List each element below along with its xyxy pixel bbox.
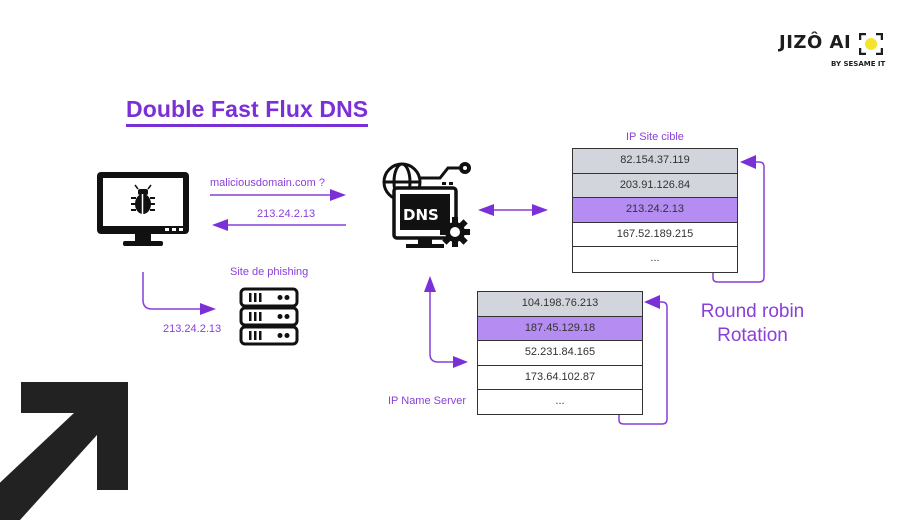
dns-site-bidirectional-arrow [478,204,548,216]
infected-computer-icon [97,172,189,246]
site-rotation-loop-arrow [712,155,765,283]
ip-row-used: 104.198.76.213 [478,292,642,317]
ip-name-server-table: 104.198.76.213 187.45.129.18 52.231.84.1… [477,291,643,415]
response-label: 213.24.2.13 [257,208,316,220]
dns-nameserver-arrow [424,276,468,368]
brand-name: JIZÔ AI [779,32,852,53]
bug-icon [131,184,155,214]
ip-row-pending: ... [650,252,660,265]
ip-name-server-label: IP Name Server [388,395,467,407]
brand-tagline: BY SESAME IT [831,60,886,68]
response-arrow [212,219,346,231]
ip-row-pending: ... [555,395,565,408]
ip-site-cible-label: IP Site cible [626,131,684,143]
dns-icon-text: DNS [403,206,439,224]
round-robin-line2: Rotation [717,325,788,346]
ip-row-current: 213.24.2.13 [573,198,737,223]
ip-row-pending: 173.64.102.87 [478,366,642,391]
focus-frame-icon [859,33,883,55]
round-robin-label: Round robin Rotation [690,300,815,348]
ip-site-cible-table: 82.154.37.119 203.91.126.84 213.24.2.13 … [572,148,738,273]
ip-row-current: 187.45.129.18 [478,316,642,342]
nameserver-rotation-loop-arrow [618,295,668,425]
gear-icon [440,217,470,247]
ip-row-used: 203.91.126.84 [573,173,737,199]
brand-logo: JIZÔ AI BY SESAME IT [779,32,885,68]
query-arrow [210,189,346,201]
phishing-path-label: 213.24.2.13 [163,323,222,335]
query-label: maliciousdomain.com ? [210,177,325,189]
dns-server-icon: DNS [382,162,471,248]
diagram-title: Double Fast Flux DNS [126,96,369,127]
server-rack-icon [239,287,299,346]
ip-row-pending: 52.231.84.165 [478,341,642,366]
round-robin-line1: Round robin [700,301,805,322]
arrow-up-right-icon [0,382,128,520]
phishing-site-label: Site de phishing [230,266,309,278]
phishing-path-arrow [142,272,216,315]
ip-row-used: 82.154.37.119 [573,149,737,174]
ip-row-pending: 167.52.189.215 [573,223,737,248]
